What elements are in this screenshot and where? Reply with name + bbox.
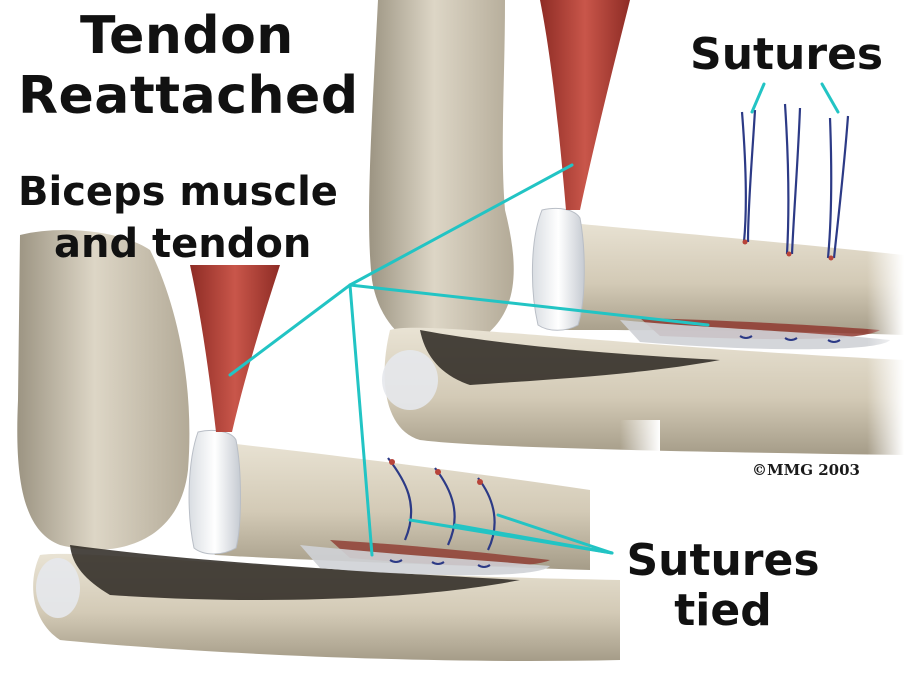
sutures-tied-label: Sutures tied (608, 536, 838, 636)
radial-head-top (532, 208, 584, 330)
title-line-2: Reattached (18, 66, 359, 126)
humerus-bottom (17, 230, 189, 550)
sutures-label: Sutures (690, 30, 883, 80)
biceps-label-line-1: Biceps muscle (18, 166, 338, 218)
humerus-top (369, 0, 514, 351)
copyright-notice: ©MMG 2003 (752, 461, 860, 479)
sutures-tied-line-1: Sutures (608, 536, 838, 586)
biceps-label-line-2: and tendon (18, 218, 338, 270)
radial-head-bottom (189, 430, 240, 554)
biceps-muscle-top (540, 0, 630, 210)
title-line-1: Tendon (18, 6, 359, 66)
title: Tendon Reattached (18, 6, 359, 126)
biceps-label: Biceps muscle and tendon (18, 166, 338, 270)
sutures-tied-line-2: tied (608, 586, 838, 636)
